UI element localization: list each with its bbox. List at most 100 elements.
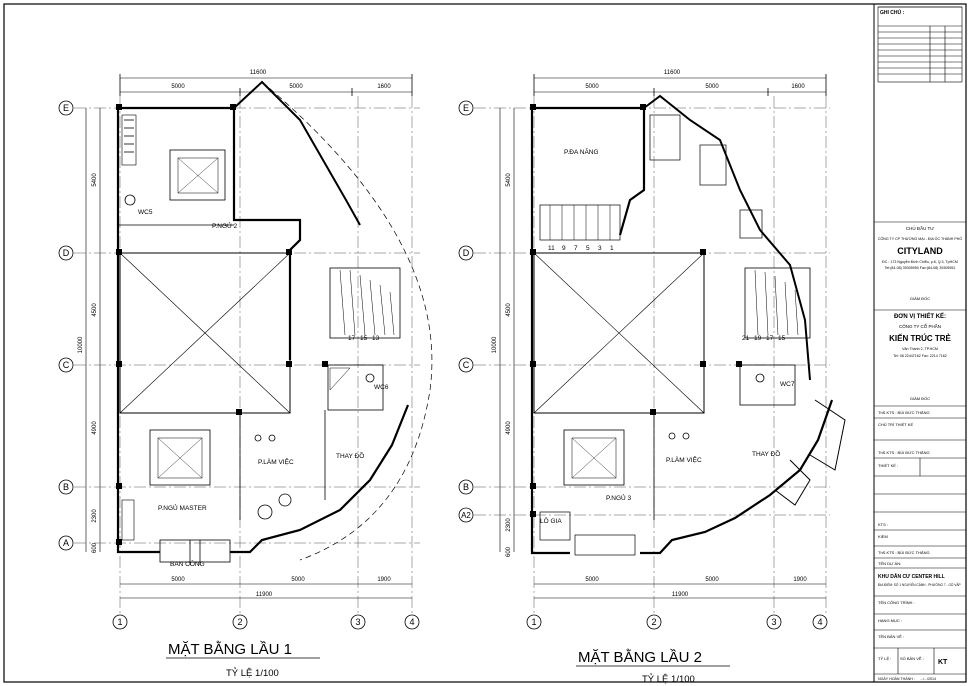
p1-dim-left-2: 4500 (92, 303, 98, 317)
tb-design-label: THIẾT KẾ : (878, 463, 898, 468)
p2-axis-b: B (463, 482, 469, 492)
p1-dim-left-6: 600 (92, 542, 98, 553)
p2-room-multi: P.ĐA NĂNG (564, 147, 599, 156)
tb-designer-brand: KIẾN TRÚC TRẺ (889, 333, 951, 343)
p2-dim-left-6: 600 (506, 546, 512, 557)
p2-stair-7: 7 (574, 245, 578, 252)
p2-stair-11: 11 (548, 245, 555, 252)
p1-dim-left-4: 4900 (92, 421, 98, 435)
p2-title: MẶT BẰNG LẦU 2 (578, 648, 702, 666)
p1-room-wc5: WC5 (138, 209, 153, 216)
p2-axis-c: C (463, 360, 470, 370)
tb-project-label: TÊN DỰ ÁN: (878, 561, 901, 566)
p1-axis-a: A (63, 538, 69, 548)
p1-dim-overall: 11600 (250, 70, 267, 76)
p2-dim-left-4: 4900 (506, 421, 512, 435)
tb-designer-label: ĐƠN VỊ THIẾT KẾ: (894, 313, 946, 320)
p1-dim-top-3: 1600 (377, 84, 391, 90)
tb-owner-company: CÔNG TY CP THƯƠNG MẠI - ĐỊA ỐC THÀNH PHỐ (878, 236, 962, 241)
p2-dim-bot-2: 5000 (705, 577, 719, 583)
tb-architect-3: ThS.KTS : BÙI ĐỨC THẮNG (878, 550, 930, 555)
p2-stair-21: 21 (742, 335, 750, 342)
p1-room-master: P.NGỦ MASTER (158, 503, 207, 512)
p2-axis-4: 4 (817, 617, 822, 627)
floor-plan-1 (58, 74, 433, 630)
p2-axis-2: 2 (651, 617, 656, 627)
p2-scale: TỶ LỆ 1/100 (642, 673, 695, 685)
p2-dim-bot-1: 5000 (585, 577, 599, 583)
p1-dim-bot-1: 5000 (171, 577, 185, 583)
p1-axis-3: 3 (355, 617, 360, 627)
p1-dim-left-1: 5400 (92, 173, 98, 187)
tb-project-addr: ĐỊA ĐIỂM: SỐ 1 NGUYỄN CẢNH - PHƯỜNG 7 - … (878, 582, 961, 587)
p2-stair-17: 17 (766, 335, 774, 342)
tb-architect-1: ThS.KTS : BÙI ĐỨC THẮNG (878, 410, 930, 415)
p1-axis-c: C (63, 360, 70, 370)
p1-room-change: THAY ĐỒ (336, 450, 364, 460)
tb-owner-addr: ĐC : 173 Nguyễn Đình Chiểu, p.6, Q.3, Tp… (882, 259, 958, 264)
tb-check-label: KIỂM (878, 534, 888, 539)
p1-dim-top-1: 5000 (171, 84, 185, 90)
p2-dim-top-1: 5000 (585, 84, 599, 90)
tb-designer-addr: Văn Thánh 2, TP.HCM (902, 347, 938, 351)
tb-designer-company: CÔNG TY CỔ PHẦN (899, 323, 941, 329)
p2-stair-15: 15 (778, 335, 786, 342)
p2-dim-top-2: 5000 (705, 84, 719, 90)
p2-stair-19: 19 (754, 335, 762, 342)
p1-scale: TỶ LỆ 1/100 (226, 667, 279, 679)
p2-dim-left-2: 4500 (506, 303, 512, 317)
p2-dim-left-5: 2300 (506, 518, 512, 532)
p2-room-work: P.LÀM VIỆC (666, 455, 702, 464)
title-block (874, 6, 966, 675)
p2-axis-a2: A2 (461, 511, 471, 520)
p1-stair-17: 17 (348, 335, 356, 342)
p2-dim-overall: 11600 (664, 70, 681, 76)
tb-drawing-label: TÊN BẢN VẼ : (878, 634, 904, 639)
p2-axis-d: D (463, 248, 470, 258)
p2-dim-top-3: 1600 (791, 84, 805, 90)
tb-sheet-code: KT (938, 659, 948, 666)
p1-axis-4: 4 (409, 617, 414, 627)
p1-dim-left-5: 2300 (92, 509, 98, 523)
p2-dim-left-3: 10000 (492, 336, 498, 353)
p1-dim-top-2: 5000 (289, 84, 303, 90)
p2-room-change: THAY ĐỒ (752, 448, 780, 458)
tb-designer-tel: Tel: 08 22447162 Fax: 2214 7162 (893, 354, 947, 358)
tb-date-label: NGÀY HOÀN THÀNH : (878, 677, 915, 681)
p2-room-bed3: P.NGỦ 3 (606, 493, 632, 502)
p1-dim-bot-3: 1900 (377, 577, 391, 583)
p2-axis-e: E (463, 103, 469, 113)
p2-stair-3: 3 (598, 245, 602, 252)
p1-dim-left-3: 10000 (78, 336, 84, 353)
sheet-border (3, 3, 967, 683)
tb-owner-tel: Tel:(84-08) 39305950 Fax:(84-08) 3930595… (885, 266, 956, 270)
tb-owner-director: GIÁM ĐỐC (910, 296, 930, 301)
p1-axis-d: D (63, 248, 70, 258)
p2-dim-left-1: 5400 (506, 173, 512, 187)
tb-owner-label: CHỦ ĐẦU TƯ (906, 225, 934, 231)
p1-axis-e: E (63, 103, 69, 113)
title-block-frame (873, 3, 967, 683)
p2-axis-3: 3 (771, 617, 776, 627)
p1-dim-bot-overall: 11900 (256, 592, 273, 598)
p2-room-wc7: WC7 (780, 381, 795, 388)
tb-item-label: HẠNG MỤC : (878, 618, 902, 623)
p1-stair-15: 15 (360, 335, 368, 342)
tb-sheet-no-label: SỐ BẢN VẼ : (900, 656, 924, 661)
tb-designer-director: GIÁM ĐỐC (910, 396, 930, 401)
tb-architect-2: ThS.KTS : BÙI ĐỨC THẮNG (878, 450, 930, 455)
p1-room-wc6: WC6 (374, 384, 389, 391)
tb-lead-label: CHỦ TRÌ THIẾT KẾ (878, 422, 913, 427)
tb-notes-header: GHI CHÚ : (880, 9, 905, 16)
p2-stair-9: 9 (562, 245, 566, 252)
p2-stair-5: 5 (586, 245, 590, 252)
p1-title: MẶT BẰNG LẦU 1 (168, 640, 292, 658)
tb-project-name: KHU DÂN CƯ CENTER HILL (878, 573, 945, 580)
p2-axis-1: 1 (531, 617, 536, 627)
p1-stair-13: 13 (372, 335, 380, 342)
p1-axis-b: B (63, 482, 69, 492)
tb-owner-brand: CITYLAND (897, 246, 943, 256)
p2-stair-1: 1 (610, 245, 614, 252)
tb-kts-label: KTS : (878, 522, 888, 527)
